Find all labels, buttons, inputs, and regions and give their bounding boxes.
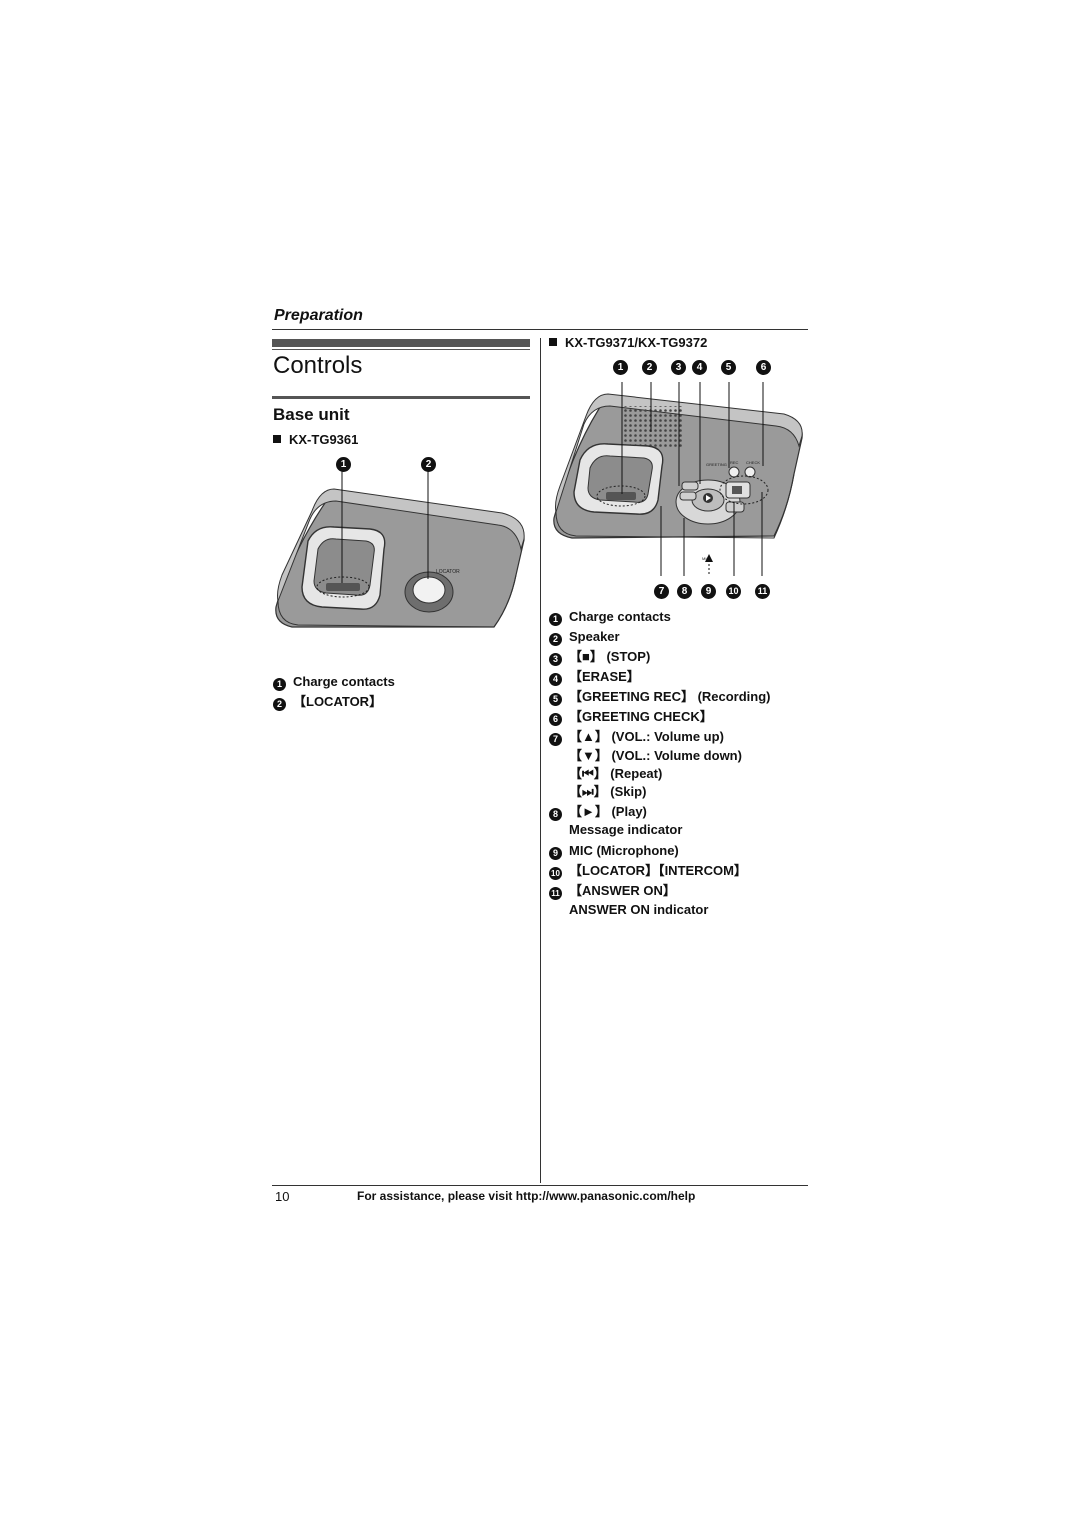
list-subitem: Message indicator — [569, 822, 683, 837]
subtitle-bar — [272, 396, 530, 399]
callout-9: 9 — [701, 584, 716, 599]
list-subitem: 【▼】 (VOL.: Volume down) — [569, 748, 742, 763]
list-item: 11【ANSWER ON】 — [549, 881, 807, 901]
title-bar — [272, 339, 530, 347]
title-bar-thin — [272, 349, 530, 350]
square-bullet-icon — [273, 435, 281, 443]
list-item: 3【■】 (STOP) — [549, 647, 807, 667]
base-unit-illustration-left: LOCATOR — [275, 471, 525, 628]
callout-6: 6 — [756, 360, 771, 375]
device-rec-label: REC — [730, 460, 739, 465]
model-label-left: KX-TG9361 — [273, 432, 358, 447]
callout-10: 10 — [726, 584, 741, 599]
footer-help-text: For assistance, please visit http://www.… — [357, 1189, 696, 1203]
callout-11: 11 — [755, 584, 770, 599]
device-greeting-label: GREETING — [706, 462, 727, 467]
page-title: Controls — [273, 352, 363, 379]
callout-5: 5 — [721, 360, 736, 375]
callout-2: 2 — [642, 360, 657, 375]
footer-rule — [272, 1185, 808, 1186]
list-subitem: ANSWER ON indicator — [569, 902, 709, 917]
callout-1: 1 — [336, 457, 351, 472]
callout-7: 7 — [654, 584, 669, 599]
section-subtitle: Base unit — [273, 405, 350, 424]
list-item: 6【GREETING CHECK】 — [549, 707, 807, 727]
header-rule — [272, 329, 808, 330]
callout-8: 8 — [677, 584, 692, 599]
list-item: 8【►】 (Play) — [549, 803, 807, 821]
list-item: 7【▲】 (VOL.: Volume up) — [549, 727, 807, 747]
list-item: 5【GREETING REC】 (Recording) — [549, 687, 807, 707]
model-label-right: KX-TG9371/KX-TG9372 — [549, 335, 707, 350]
page-number: 10 — [275, 1189, 290, 1204]
callout-2: 2 — [421, 457, 436, 472]
base-unit-illustration-right: GREETING REC CHECK MIC — [553, 382, 803, 576]
column-divider — [540, 338, 541, 1183]
list-item: 2【LOCATOR】 — [273, 693, 395, 711]
device-check-label: CHECK — [746, 460, 760, 465]
device-locator-label: LOCATOR — [436, 569, 460, 575]
section-label: Preparation — [274, 307, 363, 324]
list-subitem: 【⏮】 (Repeat) — [569, 766, 663, 781]
callout-3: 3 — [671, 360, 686, 375]
device-mic-label: MIC — [702, 556, 709, 561]
callout-4: 4 — [692, 360, 707, 375]
list-subitem: 【⏭】 (Skip) — [569, 784, 647, 799]
callout-1: 1 — [613, 360, 628, 375]
list-item: 4【ERASE】 — [549, 667, 807, 687]
list-item: 10【LOCATOR】【INTERCOM】 — [549, 861, 807, 881]
square-bullet-icon — [549, 338, 557, 346]
